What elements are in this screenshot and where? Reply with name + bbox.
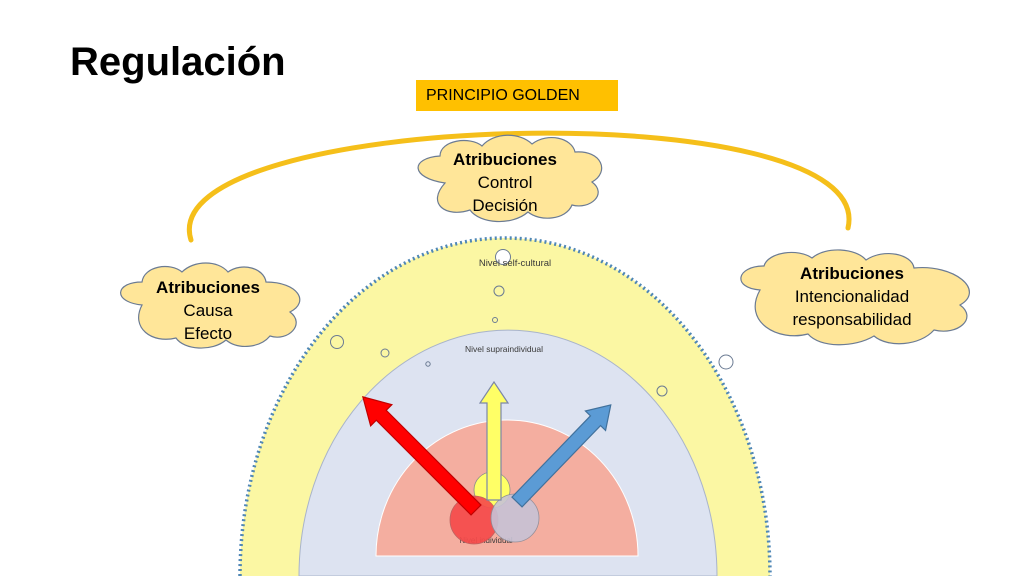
cloud-top-text: Atribuciones Control Decisión bbox=[430, 148, 580, 217]
cloud-left-heading: Atribuciones bbox=[156, 278, 260, 297]
outer-level-dotted-border bbox=[238, 236, 772, 576]
cloud-right-shape bbox=[740, 249, 970, 346]
venn-circle-blue bbox=[490, 493, 540, 543]
golden-arc bbox=[186, 130, 852, 243]
bubble bbox=[492, 317, 498, 323]
principle-golden-box: PRINCIPIO GOLDEN bbox=[416, 80, 618, 111]
bubble bbox=[425, 361, 431, 367]
bubble bbox=[495, 249, 511, 265]
cloud-right-line2: responsabilidad bbox=[792, 310, 912, 329]
blue-arrow bbox=[511, 404, 612, 508]
cloud-top-line2: Decisión bbox=[472, 196, 538, 215]
red-arrow bbox=[362, 396, 482, 516]
bubble bbox=[718, 354, 734, 370]
cloud-top-heading: Atribuciones bbox=[453, 150, 557, 169]
cloud-left-text: Atribuciones Causa Efecto bbox=[133, 276, 283, 345]
cloud-left-line2: Efecto bbox=[183, 324, 233, 343]
cloud-right-heading: Atribuciones bbox=[800, 264, 904, 283]
cloud-left-line1: Causa bbox=[183, 301, 233, 320]
outer-level-label: Nivel self-cultural bbox=[479, 258, 551, 269]
cloud-left-shape bbox=[120, 262, 301, 349]
cloud-right-line1: Intencionalidad bbox=[794, 287, 910, 306]
bubble bbox=[380, 348, 390, 358]
yellow-arrow bbox=[478, 380, 510, 501]
bubble bbox=[493, 285, 505, 297]
cloud-top-line1: Control bbox=[477, 173, 533, 192]
slide-title: Regulación bbox=[70, 40, 286, 84]
middle-level-label: Nivel supraindividual bbox=[465, 344, 543, 354]
bubble bbox=[656, 385, 668, 397]
cloud-right-text: Atribuciones Intencionalidad responsabil… bbox=[762, 262, 942, 331]
cloud-top-shape bbox=[417, 134, 603, 223]
bubble bbox=[330, 335, 344, 349]
